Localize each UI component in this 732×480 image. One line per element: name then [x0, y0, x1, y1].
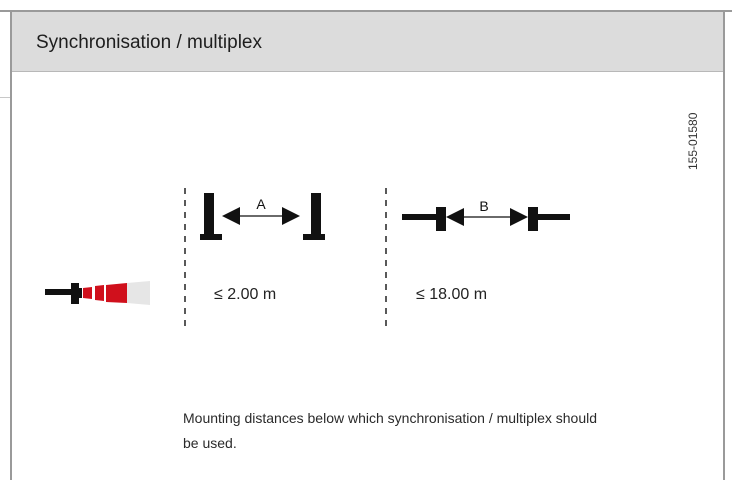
config-b-sensors — [402, 207, 570, 231]
left-stub — [0, 12, 10, 98]
config-a-sensors — [200, 193, 325, 240]
sensor-beam-icon — [45, 281, 150, 305]
config-a-letter: A — [256, 196, 266, 212]
section-title: Synchronisation / multiplex — [36, 32, 262, 53]
document-id: 155-01580 — [686, 112, 700, 170]
distance-label-a: ≤ 2.00 m — [214, 286, 277, 303]
distance-label-b: ≤ 18.00 m — [416, 286, 488, 303]
top-rule — [0, 10, 732, 12]
frame-right — [723, 10, 725, 480]
section-header: Synchronisation / multiplex — [12, 12, 723, 72]
caption-text: Mounting distances below which synchroni… — [183, 410, 597, 451]
frame-left — [10, 10, 12, 480]
config-b-letter: B — [479, 198, 488, 214]
